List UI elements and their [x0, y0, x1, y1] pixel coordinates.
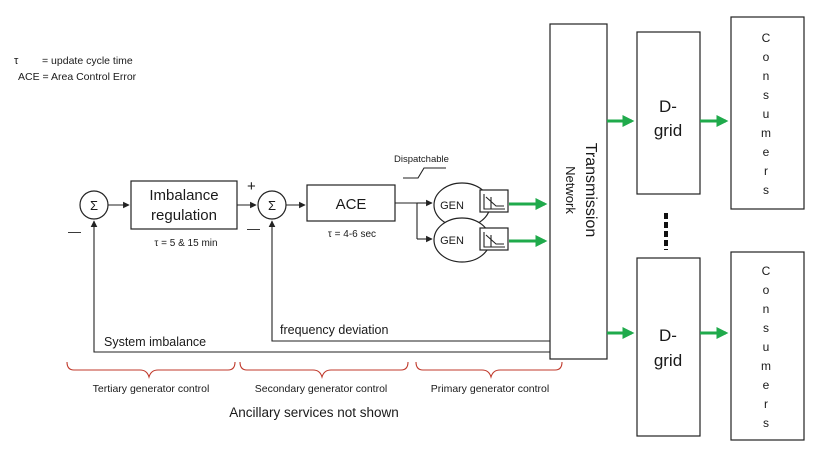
consumers-letter: m — [761, 126, 771, 140]
plus-sign: + — [247, 178, 256, 195]
consumers-letter: n — [763, 302, 770, 316]
dispatchable-label: Dispatchable — [394, 154, 449, 165]
ace-label: ACE — [336, 196, 367, 213]
dgrid-bottom: D- grid — [636, 257, 701, 437]
power-flow-arrows — [509, 115, 729, 339]
consumers-letter: s — [763, 416, 769, 430]
minus-sign-tertiary: — — [68, 224, 81, 239]
frequency-deviation-label: frequency deviation — [280, 323, 388, 337]
consumers-letter: u — [763, 107, 770, 121]
consumers-letter: n — [763, 69, 770, 83]
consumers-letter: u — [763, 340, 770, 354]
sum-symbol: Σ — [90, 198, 98, 213]
minus-sign-secondary: — — [247, 221, 260, 236]
consumers-letter: o — [763, 50, 770, 64]
primary-control-label: Primary generator control — [431, 383, 549, 395]
consumers-letter: r — [764, 164, 768, 178]
dgrid-top-line1: D- — [659, 97, 677, 116]
consumers-letter: r — [764, 397, 768, 411]
consumers-letter: m — [761, 359, 771, 373]
ace-tau: τ = 4-6 sec — [328, 229, 376, 240]
imbalance-regulation-tau: τ = 5 & 15 min — [154, 238, 217, 249]
transmission-network-block: Transmission Network — [549, 23, 608, 360]
imbalance-regulation-line1: Imbalance — [149, 187, 218, 204]
consumers-letter: s — [763, 88, 769, 102]
consumers-letter: e — [763, 145, 770, 159]
consumers-letter: o — [763, 283, 770, 297]
dgrid-top: D- grid — [636, 31, 701, 195]
transmission-line1: Transmission — [582, 143, 599, 238]
transmission-line2: Network — [563, 166, 578, 214]
control-braces — [66, 361, 563, 379]
consumers-letter: C — [762, 264, 771, 278]
dgrid-top-line2: grid — [654, 121, 682, 140]
generator-1-label: GEN — [440, 200, 464, 212]
consumers-letter: s — [763, 183, 769, 197]
legend-tau-symbol: τ — [14, 55, 19, 67]
dispatchable-indicator: Dispatchable — [394, 154, 449, 179]
consumers-letter: s — [763, 321, 769, 335]
dgrid-bottom-line1: D- — [659, 326, 677, 345]
sum-junction-secondary: Σ — [257, 190, 287, 220]
feedback-wiring — [90, 220, 550, 353]
consumers-letter: C — [762, 31, 771, 45]
legend: τ = update cycle time ACE = Area Control… — [14, 55, 137, 83]
secondary-control-label: Secondary generator control — [255, 383, 388, 395]
dgrid-bottom-line2: grid — [654, 351, 682, 370]
legend-ace-definition: ACE = Area Control Error — [18, 71, 137, 83]
tertiary-control-label: Tertiary generator control — [93, 383, 210, 395]
forward-wiring — [108, 199, 433, 243]
ace-block: ACE — [306, 184, 396, 222]
generator-2: GEN — [433, 217, 509, 263]
sum-symbol-2: Σ — [268, 198, 276, 213]
sum-junction-tertiary: Σ — [79, 190, 109, 220]
generator-2-label: GEN — [440, 235, 464, 247]
imbalance-regulation-block: Imbalance regulation — [130, 180, 238, 230]
ancillary-footnote: Ancillary services not shown — [229, 405, 399, 420]
imbalance-regulation-line2: regulation — [151, 207, 217, 224]
consumers-letter: e — [763, 378, 770, 392]
legend-tau-definition: = update cycle time — [42, 55, 133, 67]
system-imbalance-label: System imbalance — [104, 335, 206, 349]
